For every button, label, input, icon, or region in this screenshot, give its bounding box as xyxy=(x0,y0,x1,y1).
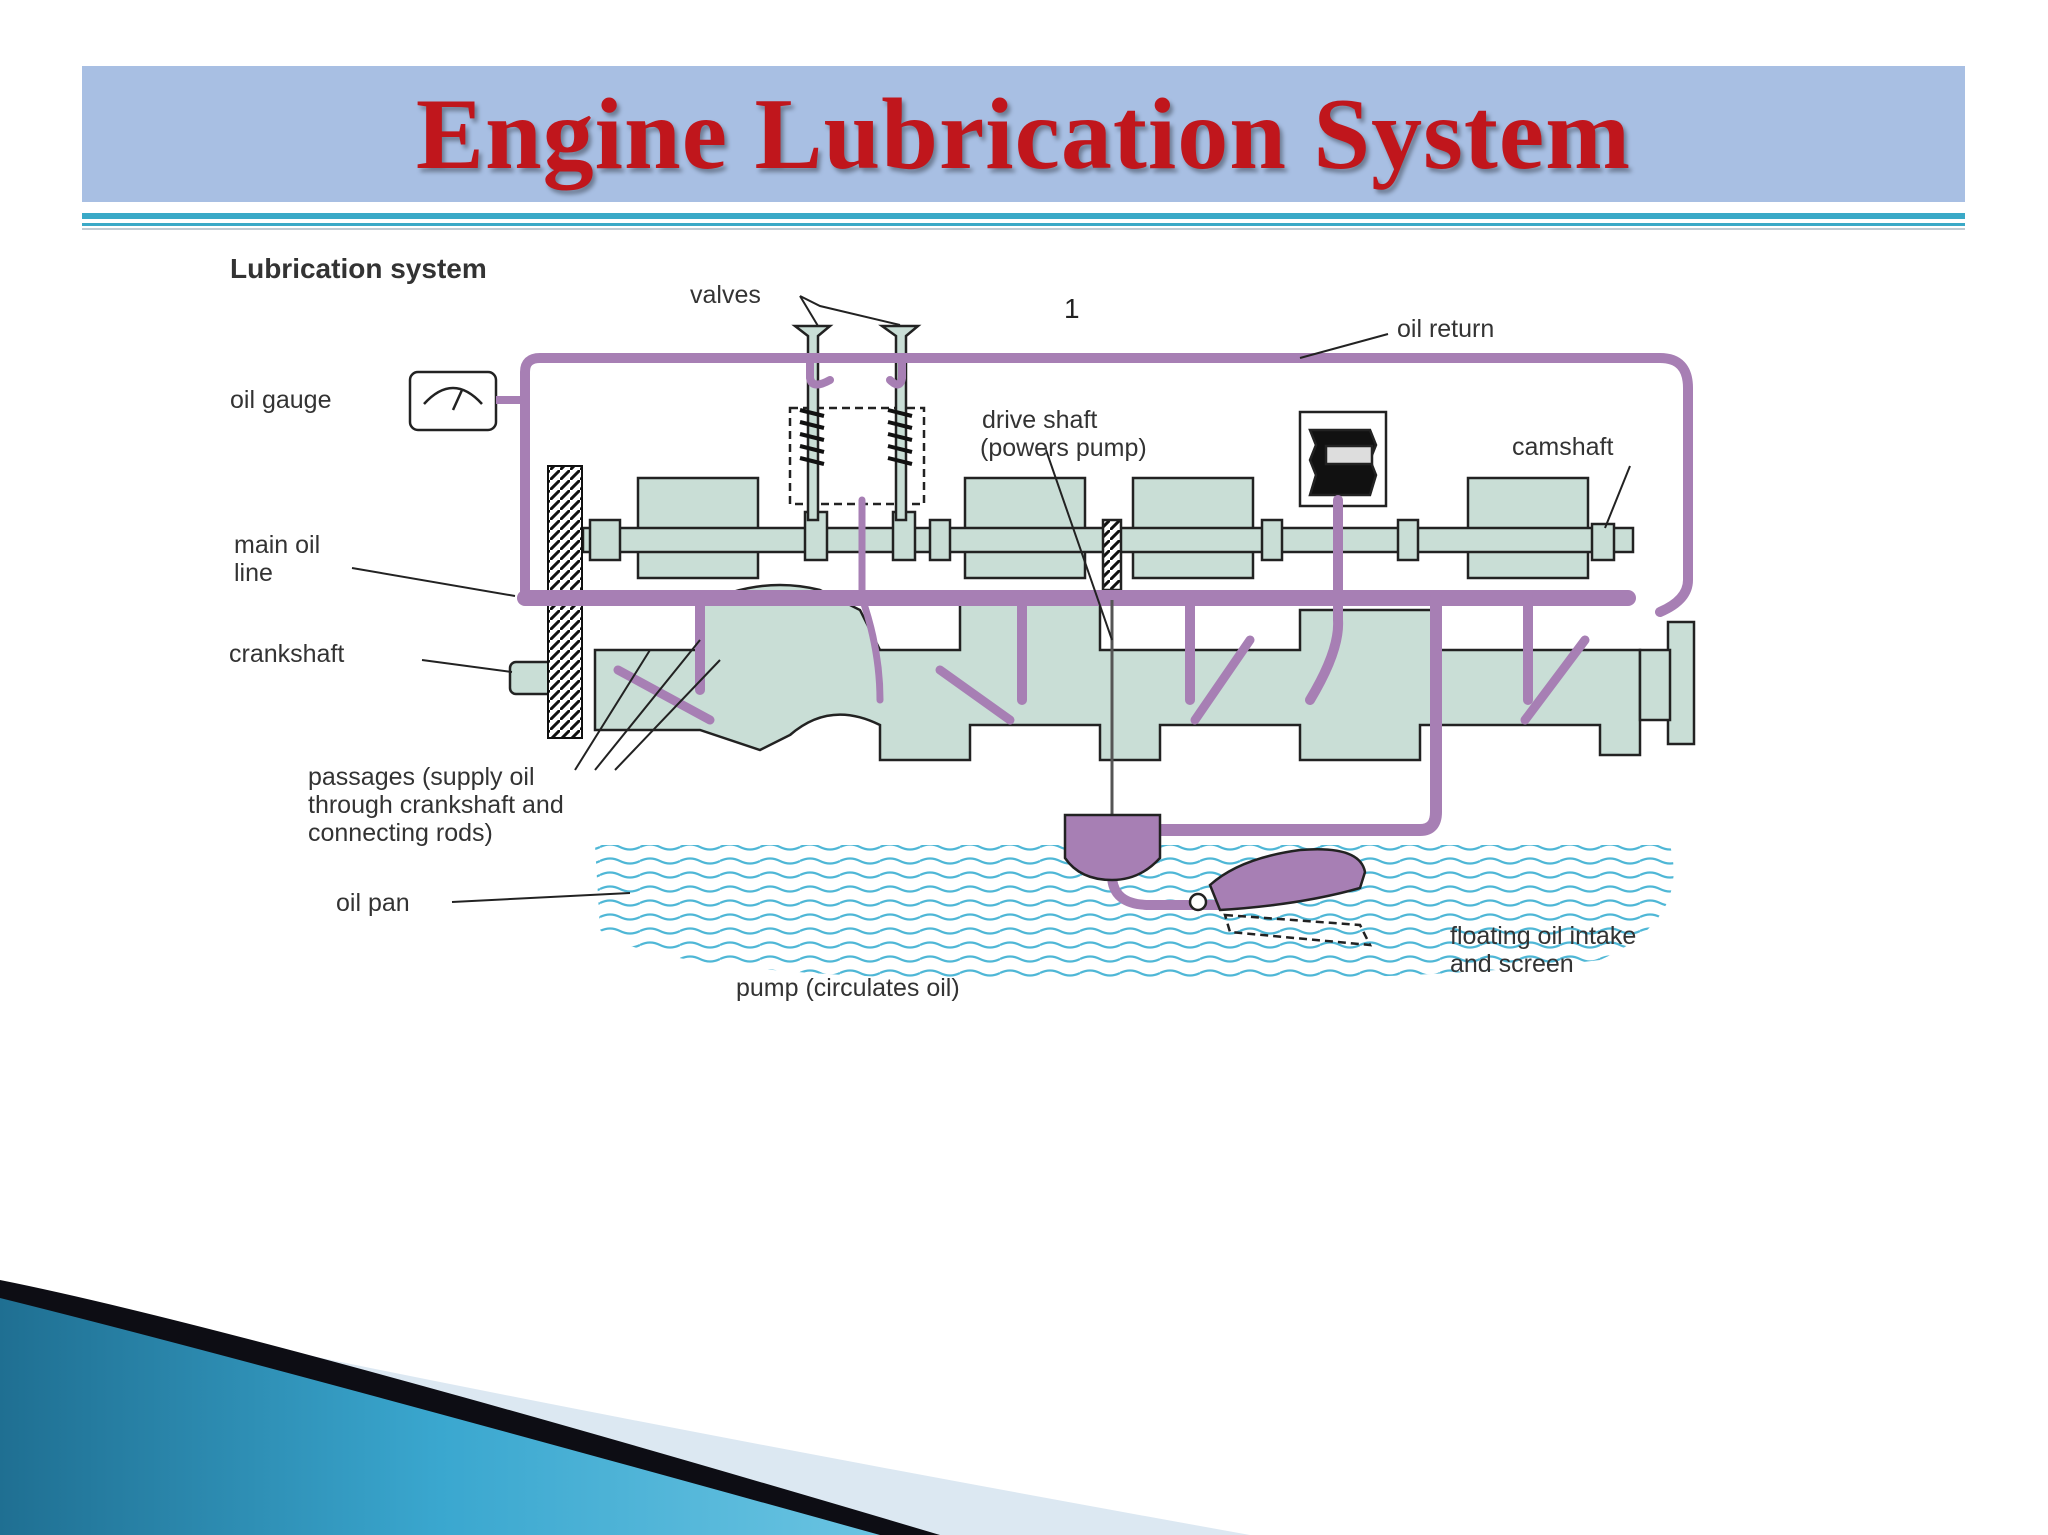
label-valves: valves xyxy=(690,281,761,309)
diagram-heading: Lubrication system xyxy=(230,253,487,284)
label-passages-3: connecting rods) xyxy=(308,819,493,847)
label-oil-gauge: oil gauge xyxy=(230,386,331,414)
title-rule xyxy=(82,213,1965,219)
label-floating-2: and screen xyxy=(1450,950,1574,978)
label-floating-1: floating oil intake xyxy=(1450,922,1636,950)
oil-pump xyxy=(1063,813,1162,882)
label-crankshaft: crankshaft xyxy=(229,640,344,668)
label-pump: pump (circulates oil) xyxy=(736,974,960,1002)
title-bar: Engine Lubrication System xyxy=(82,66,1965,202)
diagram-labels: valves oil return oil gauge drive shaft … xyxy=(229,281,1636,1002)
oil-lines xyxy=(517,353,1693,910)
floating-oil-intake xyxy=(1188,848,1373,947)
label-drive-shaft-1: drive shaft xyxy=(982,406,1097,434)
label-camshaft: camshaft xyxy=(1512,433,1613,461)
label-passages-2: through crankshaft and xyxy=(308,791,564,819)
title-rule-shadow xyxy=(82,228,1965,230)
label-oil-pan: oil pan xyxy=(336,889,410,917)
label-passages-1: passages (supply oil xyxy=(308,763,535,791)
slide-title: Engine Lubrication System xyxy=(415,77,1632,191)
page-marker: 1 xyxy=(1064,293,1080,324)
leader-lines xyxy=(351,295,1631,903)
label-main-oil-line-2: line xyxy=(234,559,273,587)
label-main-oil-line-1: main oil xyxy=(234,531,320,559)
oil-gauge xyxy=(408,370,525,432)
engine-block xyxy=(508,410,1696,762)
label-oil-return: oil return xyxy=(1397,315,1494,343)
valves xyxy=(788,324,926,522)
label-drive-shaft-2: (powers pump) xyxy=(980,434,1147,462)
title-rule-thin xyxy=(82,223,1965,226)
